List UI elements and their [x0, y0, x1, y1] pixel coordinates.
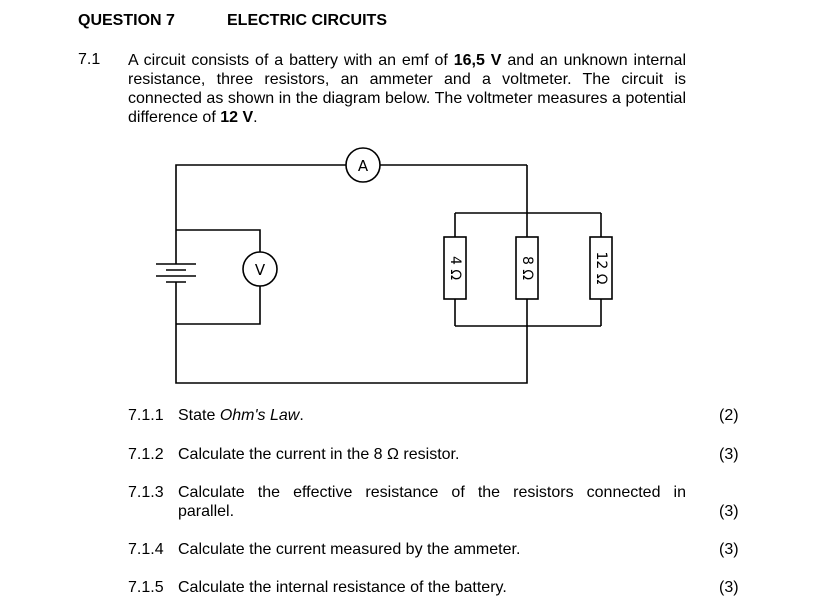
- intro-text-3: .: [253, 109, 258, 126]
- ammeter-label: A: [358, 157, 369, 175]
- pd-value: 12 V: [220, 109, 254, 126]
- q712-marks: (3): [719, 446, 739, 463]
- q713-number: 7.1.3: [128, 484, 164, 501]
- q714-marks: (3): [719, 541, 739, 558]
- voltmeter-icon: [242, 251, 278, 287]
- q714-number: 7.1.4: [128, 541, 164, 558]
- resistor-8-ohm: [515, 213, 539, 326]
- q711-text-1: State: [178, 407, 220, 424]
- voltmeter-wire-top: [176, 229, 261, 252]
- q712-number: 7.1.2: [128, 446, 164, 463]
- intro-paragraph: A circuit consists of a battery with an …: [128, 51, 686, 127]
- question-title: ELECTRIC CIRCUITS: [227, 12, 387, 29]
- resistor-4-ohm: [443, 213, 467, 326]
- ammeter-icon: [345, 147, 381, 183]
- intro-text-1: A circuit consists of a battery with an …: [128, 52, 454, 69]
- q715-number: 7.1.5: [128, 579, 164, 596]
- question-number: QUESTION 7: [78, 12, 175, 29]
- q715-text: Calculate the internal resistance of the…: [178, 579, 507, 596]
- q713-marks: (3): [719, 503, 739, 520]
- intro-number: 7.1: [78, 51, 101, 68]
- wire-bottom: [175, 296, 528, 384]
- q711-number: 7.1.1: [128, 407, 164, 424]
- resistor-4-label: 4 Ω: [447, 256, 463, 280]
- q715-marks: (3): [719, 579, 739, 596]
- voltmeter-label: V: [255, 261, 266, 279]
- emf-value: 16,5 V: [453, 52, 502, 69]
- intro-text-2: and an unknown internal resistance, thre…: [128, 52, 687, 126]
- q711-text-italic: Ohm's Law: [219, 407, 300, 424]
- battery-icon: [156, 246, 196, 296]
- q711-text-2: .: [299, 407, 304, 424]
- resistor-8-label: 8 Ω: [519, 256, 535, 280]
- q714-text: Calculate the current measured by the am…: [178, 541, 521, 558]
- q711-text: State Ohm's Law.: [178, 407, 304, 425]
- resistor-12-ohm: [589, 213, 613, 326]
- q712-text: Calculate the current in the 8 Ω resisto…: [178, 446, 460, 463]
- q713-text-line1: Calculate the effective resistance of th…: [178, 484, 686, 501]
- q713-text-line2: parallel.: [178, 503, 235, 520]
- q711-marks: (2): [719, 407, 739, 424]
- resistor-12-label: 12 Ω: [593, 252, 609, 285]
- voltmeter-wire-bottom: [176, 286, 261, 325]
- wire-top-left: [175, 164, 346, 246]
